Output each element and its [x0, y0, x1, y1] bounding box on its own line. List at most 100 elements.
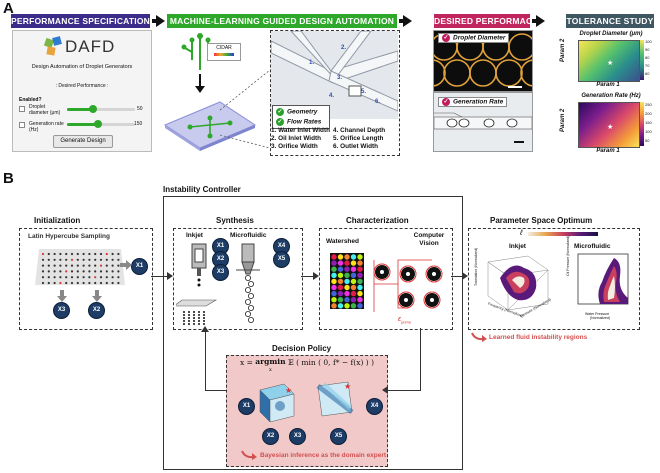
droplet-micrograph: ✓Droplet Diameter: [433, 30, 533, 92]
droplet-enabled-checkbox[interactable]: [19, 106, 25, 112]
segmented-droplet: [337, 272, 344, 278]
segmented-droplet: [337, 284, 344, 291]
arrow-head-icon: [313, 272, 319, 280]
printed-droplet: [183, 311, 185, 313]
lhs-label: Latin Hypercube Sampling: [28, 233, 110, 240]
printed-droplet: [203, 323, 205, 325]
sample-point: [117, 281, 120, 285]
initialization-title: Initialization: [34, 216, 81, 225]
sample-point: [82, 270, 85, 273]
sample-point: [94, 276, 97, 279]
generate-design-button[interactable]: Generate Design: [53, 135, 113, 148]
segmented-droplet: [331, 290, 337, 297]
sample-point: [82, 252, 85, 256]
optimum-star-icon: ★: [607, 124, 614, 131]
desired-performance-label: : Desired Performance :: [55, 83, 109, 89]
param2-label: Param 2: [560, 38, 566, 62]
sample-point: [59, 264, 62, 267]
printed-droplet: [193, 317, 195, 319]
svg-text:1.: 1.: [309, 60, 314, 66]
learned-regions-caption: Learned fluid instability regions: [489, 334, 588, 341]
generated-droplet: [248, 305, 255, 312]
sample-point: [41, 281, 45, 285]
sample-point: [117, 258, 120, 261]
sample-point: [99, 252, 103, 256]
oil-pressure-axis-label: Oil Pressure (Normalized): [566, 235, 570, 276]
printed-droplet: [183, 317, 185, 319]
watershed-segmentation-image: [330, 253, 364, 309]
segmented-droplet: [331, 254, 337, 260]
segmented-droplet: [344, 254, 350, 260]
segmented-droplet: [344, 278, 350, 285]
checkmark-icon: ✓: [442, 98, 450, 106]
arrow-head-icon: [382, 386, 388, 394]
sample-point: [88, 281, 91, 285]
sample-point: [82, 276, 85, 279]
sample-point: [47, 258, 50, 261]
segmented-droplet: [357, 272, 363, 278]
sample-point: [111, 270, 114, 273]
tolerance-plot2-title: Generation Rate (Hz): [581, 93, 641, 99]
header-tolerance-study: TOLERANCE STUDY: [566, 14, 654, 28]
synthesis-title: Synthesis: [216, 216, 254, 225]
segmented-droplet: [337, 254, 344, 260]
param-item: 1. Water Inlet Width: [271, 127, 330, 134]
printed-droplet: [198, 317, 200, 319]
droplet-diameter-label: Droplet diameter (μm): [29, 104, 61, 116]
connector-line: [420, 328, 421, 391]
segmented-droplet: [344, 272, 350, 278]
printed-droplet: [183, 320, 185, 322]
generated-droplet: [248, 281, 255, 288]
segmented-droplet: [357, 254, 363, 260]
parameter-node-x2: X2: [262, 428, 279, 445]
panel-label-a: A: [3, 0, 14, 17]
printed-droplet: [203, 320, 205, 322]
segmented-droplet: [331, 266, 337, 272]
segmented-droplet: [350, 254, 357, 260]
sample-point: [65, 264, 68, 267]
inkjet-3d-region-plot: [487, 255, 549, 311]
arrow-right-icon: [156, 15, 165, 27]
generation-micrograph: ✓Generation Rate: [433, 92, 533, 152]
decision-policy-title: Decision Policy: [272, 344, 332, 353]
slider-handle[interactable]: [88, 105, 97, 113]
segmented-droplet: [331, 284, 337, 291]
cidar-stripe: [214, 53, 234, 56]
sample-point: [111, 281, 114, 285]
parameter-node-x1: X1: [131, 258, 148, 275]
sample-point: [70, 281, 74, 285]
sample-point: [111, 264, 114, 267]
slider-handle[interactable]: [93, 120, 102, 128]
connector-line: [205, 390, 226, 391]
sample-point: [117, 252, 120, 256]
parameter-node-x2: X2: [88, 302, 105, 319]
characterization-title: Characterization: [346, 216, 409, 225]
segmented-droplet: [331, 260, 337, 266]
parameter-node-x3: X3: [212, 264, 229, 281]
segmented-droplet: [357, 297, 363, 303]
instability-controller-frame: [163, 196, 463, 470]
bayesian-caption: Bayesian inference as the domain expert: [260, 452, 387, 459]
printed-droplet: [198, 311, 200, 313]
connector-line: [386, 390, 421, 391]
printed-droplet: [203, 317, 205, 319]
droplet-diameter-slider[interactable]: [67, 105, 135, 113]
microfluidic-gp-map: ★: [316, 381, 354, 417]
printed-droplet: [203, 311, 205, 313]
segmented-droplet: [331, 303, 337, 309]
generation-rate-slider[interactable]: [67, 120, 135, 128]
sample-point: [105, 276, 108, 279]
sample-point: [99, 270, 103, 273]
instability-controller-title: Instability Controller: [163, 185, 241, 194]
parameter-node-x3: X3: [53, 302, 70, 319]
sample-point: [88, 258, 91, 261]
rate-enabled-checkbox[interactable]: [19, 122, 25, 128]
sample-point: [76, 270, 79, 273]
segmented-droplet: [357, 260, 363, 266]
sample-point: [94, 258, 97, 261]
printed-droplet: [193, 320, 195, 322]
segmented-droplet: [357, 303, 363, 309]
parameter-node-x3: X3: [289, 428, 306, 445]
